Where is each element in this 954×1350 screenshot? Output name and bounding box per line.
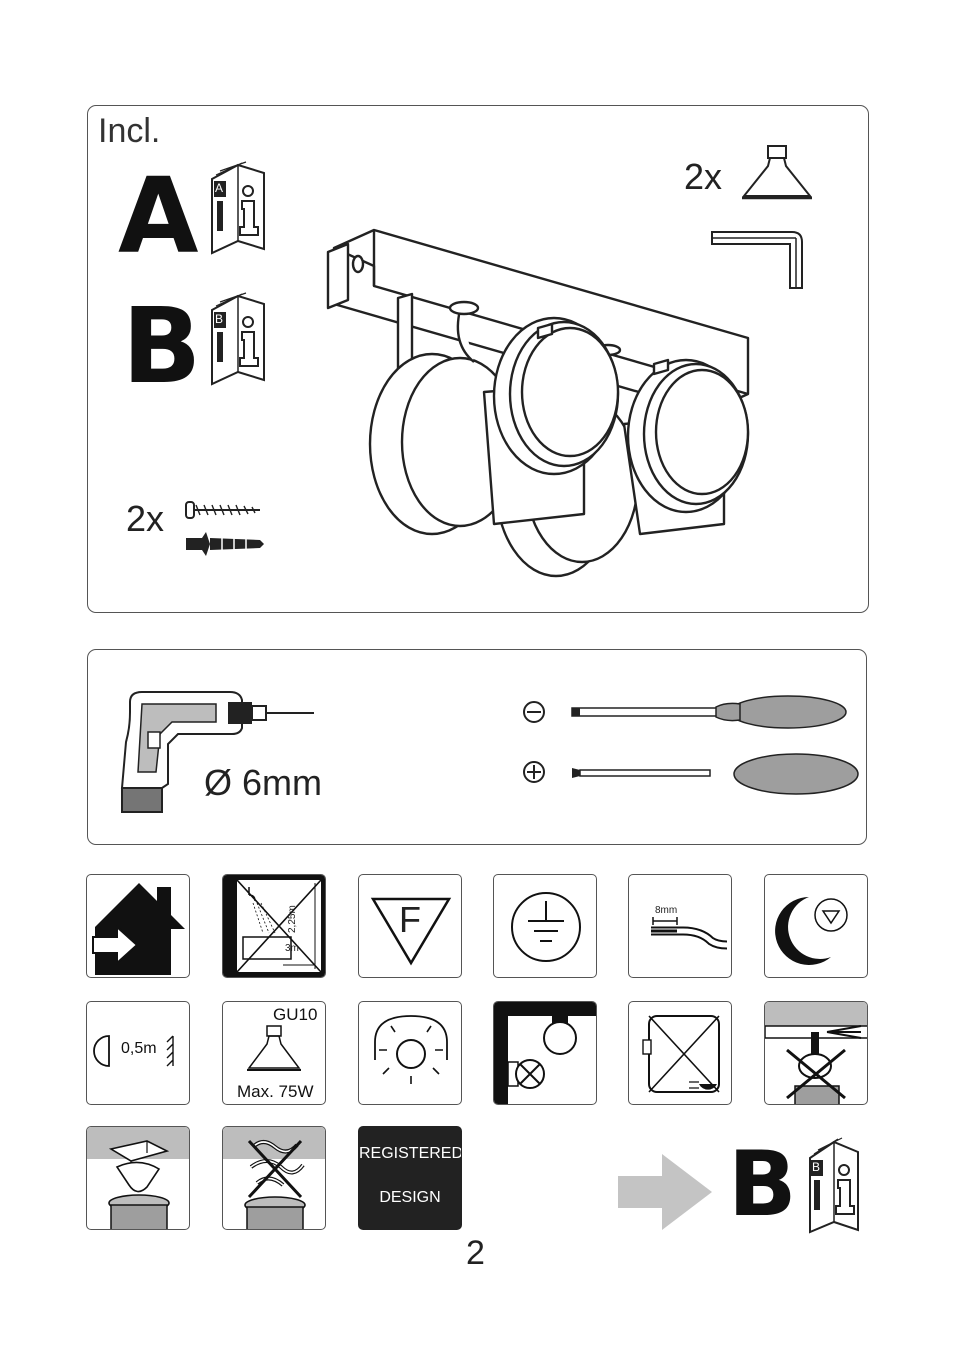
indoor-use-icon <box>86 874 190 978</box>
manual-a-letter: A <box>118 155 198 277</box>
min-distance-icon: 0,5m <box>86 1001 190 1105</box>
dimmable-icon <box>764 874 868 978</box>
insulation-icon <box>86 1126 190 1230</box>
f-mark-icon: F <box>358 874 462 978</box>
bathroom-zone-icon: 2,25m 3m <box>222 874 326 978</box>
flat-screwdriver-icon <box>520 690 860 734</box>
booklet-tag: B <box>812 1160 821 1174</box>
screw-quantity: 2x <box>126 498 165 539</box>
no-switch-icon <box>628 1001 732 1105</box>
no-drill-cable-icon <box>764 1001 868 1105</box>
phillips-screwdriver-icon <box>520 748 860 800</box>
booklet-tag: A <box>215 181 224 195</box>
page-number: 2 <box>466 1234 485 1272</box>
max-power-label: Max. 75W <box>237 1082 314 1101</box>
no-insulation-icon <box>222 1126 326 1230</box>
halogen-light-icon <box>358 1001 462 1105</box>
gu10-bulb-icon <box>740 144 814 206</box>
registered-design-badge: REGISTERED DESIGN <box>358 1126 462 1230</box>
luminaire-illustration <box>324 224 764 584</box>
instruction-booklet-icon: A <box>208 161 270 255</box>
registered-line-2: DESIGN <box>379 1189 441 1206</box>
ceiling-mount-icon <box>493 1001 597 1105</box>
tools-panel: Ø 6mm <box>87 649 867 845</box>
bathroom-height-label: 2,25m <box>287 905 298 933</box>
included-heading: Incl. <box>98 112 161 150</box>
strip-length-label: 8mm <box>655 905 678 916</box>
booklet-tag: B <box>215 312 224 326</box>
registered-line-1: REGISTERED <box>359 1145 462 1162</box>
manual-b-letter: B <box>122 285 201 407</box>
gu10-max-icon: GU10 Max. 75W <box>222 1001 326 1105</box>
drill-icon <box>116 688 316 816</box>
continue-b-letter: B <box>728 1132 797 1237</box>
wire-strip-icon: 8mm <box>628 874 732 978</box>
distance-label: 0,5m <box>121 1040 157 1057</box>
instruction-booklet-icon: B <box>208 292 270 386</box>
instruction-booklet-icon: B <box>806 1136 862 1234</box>
bulb-type-label: GU10 <box>273 1005 318 1024</box>
earth-icon <box>493 874 597 978</box>
f-mark-letter: F <box>399 899 421 940</box>
included-panel: Incl. A A B B 2x <box>87 105 869 613</box>
drill-diameter: Ø 6mm <box>204 762 323 803</box>
bathroom-width-label: 3m <box>285 943 299 954</box>
arrow-right-icon <box>618 1154 714 1230</box>
wall-plug-icon <box>182 530 266 558</box>
allen-key-icon <box>708 226 808 292</box>
bulb-quantity: 2x <box>684 156 723 197</box>
screw-icon <box>182 498 266 522</box>
